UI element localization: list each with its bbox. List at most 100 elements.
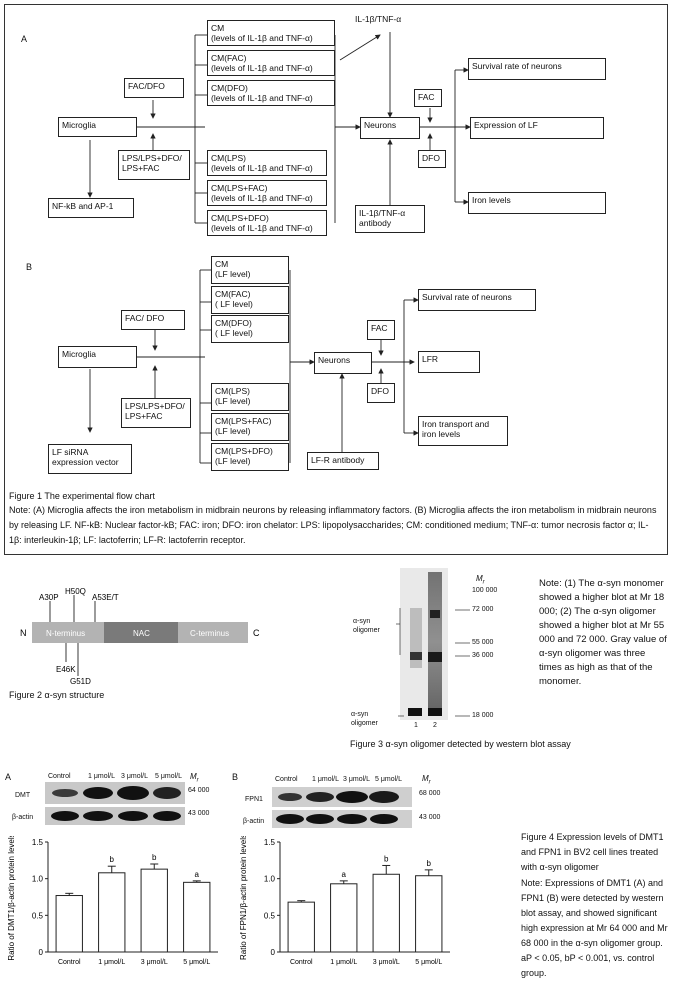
fig3-marker-36000: 36 000 (472, 652, 494, 659)
blot-a-3um: 3 μmol/L (121, 773, 148, 780)
blot-a-row1-label: DMT (15, 792, 31, 799)
blot-b-row1-mw: 68 000 (419, 790, 441, 797)
b-dfo-box: DFO (367, 383, 395, 403)
a-il1-tnf-antibody-box: IL-1β/TNF-α antibody (355, 205, 425, 233)
fig3-monomer-label: α-syn oligomer (351, 711, 378, 727)
dmt1-y-tick-label: 0 (39, 948, 44, 957)
fig4-panel-a: A (5, 772, 12, 782)
blot-a-mr: Mr (190, 772, 199, 784)
figure1-caption: Figure 1 The experimental flow chart (9, 491, 155, 501)
dmt1-bar (183, 881, 211, 953)
b-fac-dfo-box: FAC/ DFO (121, 310, 185, 330)
nterminus-label: N-terminus (46, 629, 85, 638)
b-iron-transport-box: Iron transport and iron levels (418, 416, 508, 446)
fpn1-significance: b (427, 859, 432, 868)
b-survival-box: Survival rate of neurons (418, 289, 536, 311)
fpn1-x-tick-label: Control (290, 959, 313, 966)
dmt1-x-tick-label: 5 μmol/L (183, 959, 210, 966)
a-microglia-box: Microglia (58, 117, 137, 137)
dmt1-bar (55, 895, 83, 953)
blot-b-mr: Mr (422, 774, 431, 786)
fig3-marker-55000: 55 000 (472, 639, 494, 646)
blot-a-control: Control (48, 773, 71, 780)
cterminus-domain (178, 622, 248, 643)
a-fac-box: FAC (414, 89, 442, 107)
fig3-mr: Mr (476, 574, 485, 586)
fig3-oligomer-label: α-syn oligomer (353, 618, 380, 634)
dmt1-x-tick-label: 1 μmol/L (98, 959, 125, 966)
fpn1-x-tick-label: 5 μmol/L (415, 959, 442, 966)
blot-a-row1-mw: 64 000 (188, 787, 210, 794)
fig3-marker-72000: 72 000 (472, 606, 494, 613)
blot-b-1um: 1 μmol/L (312, 776, 339, 783)
figure1-frame (4, 4, 668, 555)
fig4-panel-b: B (232, 772, 239, 782)
dmt1-y-label: Ratio of DMT1/β-actin protein levels (7, 836, 16, 961)
a-neurons-box: Neurons (360, 117, 420, 139)
figure4-caption: Figure 4 Expression levels of DMT1 and F… (521, 832, 664, 872)
blot-b-3um: 3 μmol/L (343, 776, 370, 783)
figure2-caption: Figure 2 α-syn structure (9, 690, 105, 700)
fig3-marker-18000: 18 000 (472, 712, 494, 719)
fpn1-y-tick-label: 0 (271, 948, 276, 957)
b-cm-lps-box: CM(LPS) (LF level) (211, 383, 289, 411)
blot-a-row2-label: β-actin (12, 814, 34, 821)
fpn1-bar (415, 875, 443, 953)
fpn1-y-tick-label: 1.0 (264, 875, 276, 884)
a-fac-dfo-box: FAC/DFO (124, 78, 184, 98)
a-expression-lf-box: Expression of LF (470, 117, 604, 139)
mutation-a30p: A30P (39, 593, 59, 602)
blot-a-1um: 1 μmol/L (88, 773, 115, 780)
mutation-g51d: G51D (70, 677, 91, 686)
fpn1-bar (330, 883, 358, 953)
dmt1-y-tick-label: 1.0 (32, 875, 44, 884)
blot-a-image (45, 782, 185, 825)
a-cm-dfo-box: CM(DFO) (levels of IL-1β and TNF-α) (207, 80, 335, 106)
dmt1-significance: a (195, 870, 200, 879)
blot-a-row2-mw: 43 000 (188, 810, 210, 817)
figure4-note: Note: Expressions of DMT1 (A) and FPN1 (… (521, 878, 668, 978)
nac-domain (104, 622, 178, 643)
blot-b-5um: 5 μmol/L (375, 776, 402, 783)
fpn1-x-tick-label: 1 μmol/L (330, 959, 357, 966)
n-terminal-label: N (20, 628, 27, 638)
a-cm-lps-box: CM(LPS) (levels of IL-1β and TNF-α) (207, 150, 327, 176)
a-iron-levels-box: Iron levels (468, 192, 606, 214)
a-il1-tnf-label: IL-1β/TNF-α (352, 12, 434, 32)
b-cm-dfo-box: CM(DFO) ( LF level) (211, 315, 289, 343)
dmt1-significance: b (152, 853, 157, 862)
b-cm-fac-box: CM(FAC) ( LF level) (211, 286, 289, 314)
figure1-note: Note: (A) Microglia affects the iron met… (9, 505, 657, 545)
a-lps-box: LPS/LPS+DFO/ LPS+FAC (118, 150, 190, 180)
mutation-a53et: A53E/T (92, 593, 119, 602)
blot-b-control: Control (275, 776, 298, 783)
figure3-note: Note: (1) The α-syn monomer showed a hig… (539, 578, 667, 687)
nterminus-domain (32, 622, 104, 643)
figure2-structure: A30P H50Q A53E/T E46K G51D N C N-terminu… (20, 587, 260, 686)
dmt1-bar (140, 868, 168, 953)
dmt1-y-tick-label: 0.5 (32, 911, 44, 920)
fpn1-significance: b (384, 854, 389, 863)
b-neurons-box: Neurons (314, 352, 372, 374)
dmt1-bar (98, 872, 126, 953)
fpn1-y-tick-label: 0.5 (264, 911, 276, 920)
fpn1-significance: a (342, 870, 347, 879)
dmt1-x-tick-label: Control (58, 959, 81, 966)
a-cm-fac-box: CM(FAC) (levels of IL-1β and TNF-α) (207, 50, 335, 76)
b-cm-box: CM (LF level) (211, 256, 289, 284)
b-fac-box: FAC (367, 320, 395, 340)
dmt1-x-tick-label: 3 μmol/L (141, 959, 168, 966)
b-lfr-box: LFR (418, 351, 480, 373)
dmt1-y-tick-label: 1.5 (32, 838, 44, 847)
c-terminal-label: C (253, 628, 260, 638)
a-survival-box: Survival rate of neurons (468, 58, 606, 80)
blot-b-row2-mw: 43 000 (419, 814, 441, 821)
panel-b-label: B (26, 262, 33, 272)
panel-a-label: A (21, 34, 28, 44)
a-dfo-box: DFO (418, 150, 446, 168)
fpn1-bar (372, 873, 400, 953)
fpn1-y-tick-label: 1.5 (264, 838, 276, 847)
a-cm-lps-fac-box: CM(LPS+FAC) (levels of IL-1β and TNF-α) (207, 180, 327, 206)
fpn1-y-label: Ratio of FPN1/β-actin protein levels (239, 836, 248, 960)
